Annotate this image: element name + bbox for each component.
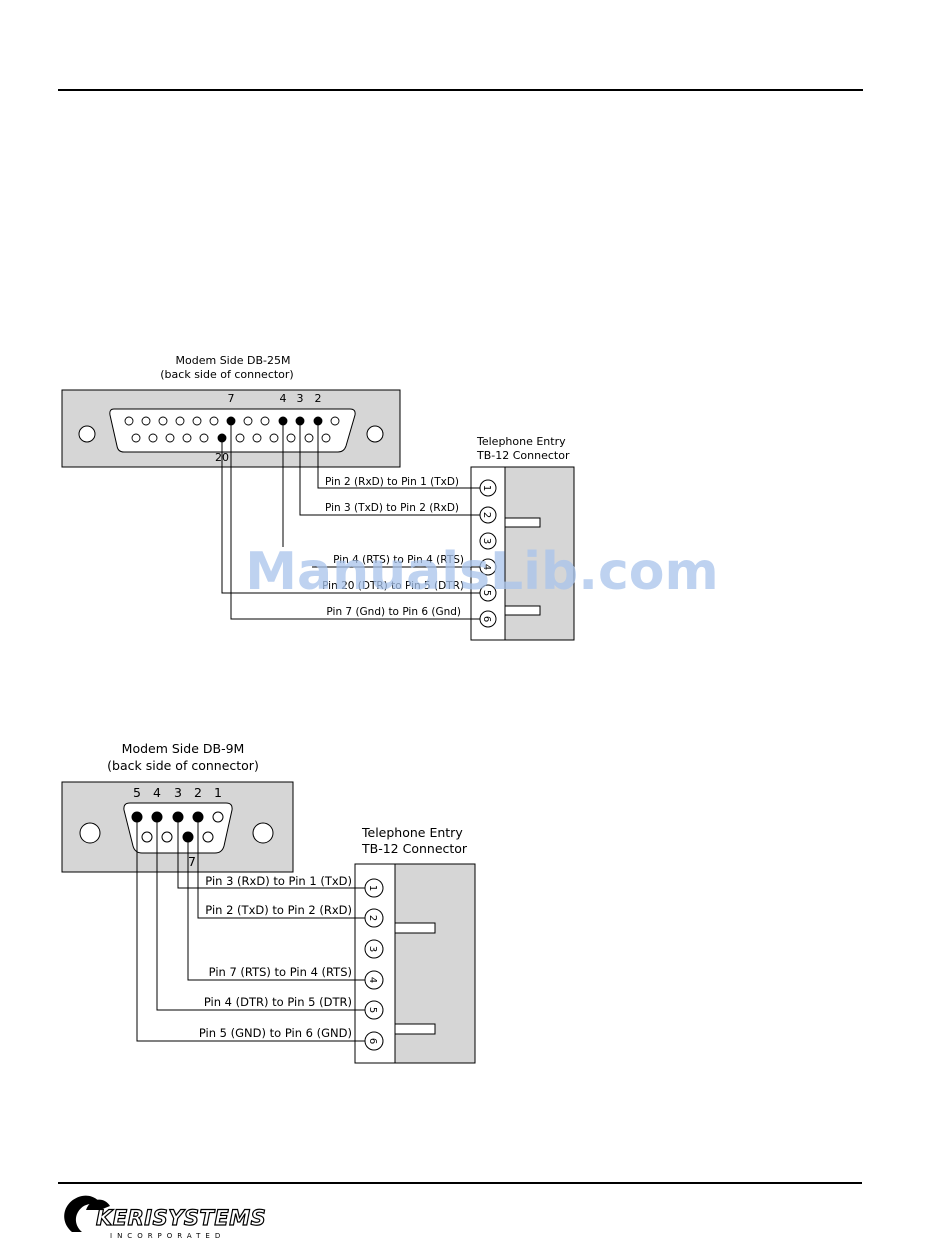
db9-label-pin3: 3 <box>174 785 182 800</box>
db9-title-line1: Modem Side DB-9M <box>122 741 245 756</box>
db9-wire-label-4: Pin 4 (DTR) to Pin 5 (DTR) <box>204 995 352 1009</box>
db25-terminal-3 <box>479 532 497 550</box>
db25-terminal-label-4: 4 <box>481 564 492 570</box>
db25-pin-23 <box>165 433 175 443</box>
db25-label-pin2: 2 <box>315 392 322 405</box>
db25-label-pin4: 4 <box>280 392 287 405</box>
db9-terminal-label-1: 1 <box>367 885 378 891</box>
db25-mount-hole-left <box>78 425 96 443</box>
db9-title-line2: (back side of connector) <box>107 758 259 773</box>
db25-wire-label-2: Pin 3 (TxD) to Pin 2 (RxD) <box>325 502 459 514</box>
db9-wire-label-1: Pin 3 (RxD) to Pin 1 (TxD) <box>205 874 352 888</box>
db25-title-line1: Modem Side DB-25M <box>176 354 291 367</box>
db9-mount-hole-left <box>79 822 101 844</box>
db25-wire-pin2-to-1 <box>317 421 480 489</box>
logo-ear-icon <box>86 1199 110 1210</box>
db25-terminal-circles <box>479 479 497 628</box>
db25-pin-14 <box>321 433 331 443</box>
db9-terminal-tab-top <box>394 922 436 934</box>
db9-wires <box>136 817 365 1042</box>
db25-wire-label-4: Pin 20 (DTR) to Pin 5 (DTR) <box>322 580 464 592</box>
db25-terminal-label-2: 2 <box>481 512 492 518</box>
db25-pin-11 <box>158 416 168 426</box>
db25-wire-pin3-to-2 <box>299 421 480 516</box>
db9-terminal-label-5: 5 <box>367 1007 378 1013</box>
db25-wire-label-3: Pin 4 (RTS) to Pin 4 (RTS) <box>333 554 464 566</box>
db9-wire-pin3-to-1 <box>177 817 365 889</box>
db25-terminal-title-line1: Telephone Entry <box>476 435 566 448</box>
db25-pin-21 <box>199 433 209 443</box>
db9-terminal-tab-bottom <box>394 1023 436 1035</box>
db9-terminal-label-4: 4 <box>367 977 378 983</box>
db9-label-pin5: 5 <box>133 785 141 800</box>
db25-pin-19 <box>235 433 245 443</box>
logo-text: KERISYSTEMS <box>96 1206 266 1230</box>
db9-wire-pin7-to-4 <box>187 837 365 981</box>
db9-terminal-block: Telephone Entry TB-12 Connector 1 2 3 4 … <box>354 825 476 1064</box>
db9-terminal-3 <box>364 939 384 959</box>
db25-terminal-label-5: 5 <box>481 590 492 596</box>
db9-terminal-label-3: 3 <box>367 946 378 952</box>
db9-pin-6 <box>202 831 214 843</box>
db9-terminal-title-line2: TB-12 Connector <box>361 841 468 856</box>
db9-terminal-title-line1: Telephone Entry <box>361 825 463 840</box>
db25-wires <box>221 421 480 620</box>
db9-wire-label-2: Pin 2 (TxD) to Pin 2 (RxD) <box>205 903 352 917</box>
db25-label-pin3: 3 <box>297 392 304 405</box>
db25-terminal-label-1: 1 <box>481 485 492 491</box>
db25-pin-5 <box>260 416 270 426</box>
db9-mount-hole-right <box>252 822 274 844</box>
db25-pin-10 <box>175 416 185 426</box>
logo-swoosh-icon <box>64 1195 104 1232</box>
db25-title-line2: (back side of connector) <box>160 368 293 381</box>
db25-terminal-tab-bottom <box>504 605 541 616</box>
db9-wire-pin4-to-5 <box>156 817 365 1011</box>
db25-terminal-block: Telephone Entry TB-12 Connector 1 2 3 4 … <box>470 435 575 641</box>
db25-pin-1 <box>330 416 340 426</box>
db25-wire-label-5: Pin 7 (Gnd) to Pin 6 (Gnd) <box>326 606 461 618</box>
db25-wire-pin20-to-5 <box>221 438 480 594</box>
db9-wire-pin5-to-6 <box>136 817 365 1042</box>
watermark: ManualsLib.com <box>245 542 718 602</box>
db25-pin-8 <box>209 416 219 426</box>
db25-pin-24 <box>148 433 158 443</box>
db9-wire-pin2-to-2 <box>197 817 365 919</box>
db25-mount-hole-right <box>366 425 384 443</box>
db9-label-pin4: 4 <box>153 785 161 800</box>
db25-bottom-row-pins <box>131 433 331 443</box>
db25-pin-18 <box>252 433 262 443</box>
db25-pin-6 <box>243 416 253 426</box>
db9-terminal-label-6: 6 <box>367 1038 378 1044</box>
diagram-db25: Modem Side DB-25M (back side of connecto… <box>61 354 575 641</box>
db25-label-pin7: 7 <box>228 392 235 405</box>
db25-pin-9 <box>192 416 202 426</box>
db9-label-pin7: 7 <box>188 854 196 869</box>
db9-terminal-circles <box>364 878 384 1051</box>
db25-pin-15 <box>304 433 314 443</box>
diagram-db9: Modem Side DB-9M (back side of connector… <box>61 741 476 1064</box>
db25-pin-17 <box>269 433 279 443</box>
db25-terminal-title-line2: TB-12 Connector <box>476 449 570 462</box>
db9-wire-label-5: Pin 5 (GND) to Pin 6 (GND) <box>199 1026 352 1040</box>
db9-wire-label-3: Pin 7 (RTS) to Pin 4 (RTS) <box>209 965 352 979</box>
db9-pin-8 <box>161 831 173 843</box>
db9-pin-1 <box>212 811 224 823</box>
db25-terminal-label-6: 6 <box>481 616 492 622</box>
db25-pin-25 <box>131 433 141 443</box>
db25-pin-12 <box>141 416 151 426</box>
keri-systems-logo: KERISYSTEMS INCORPORATED <box>64 1195 266 1240</box>
db25-pin-16 <box>286 433 296 443</box>
db25-pin-22 <box>182 433 192 443</box>
db9-label-pin2: 2 <box>194 785 202 800</box>
db9-pin-9 <box>141 831 153 843</box>
db25-wire-pin7-to-6 <box>230 421 480 620</box>
db25-terminal-label-3: 3 <box>481 538 492 544</box>
db9-terminal-label-2: 2 <box>367 915 378 921</box>
db9-label-pin1: 1 <box>214 785 222 800</box>
logo-subtext: INCORPORATED <box>110 1232 225 1240</box>
db25-pin-13 <box>124 416 134 426</box>
db25-terminal-tab-top <box>504 517 541 528</box>
db25-wire-label-1: Pin 2 (RxD) to Pin 1 (TxD) <box>325 476 459 488</box>
